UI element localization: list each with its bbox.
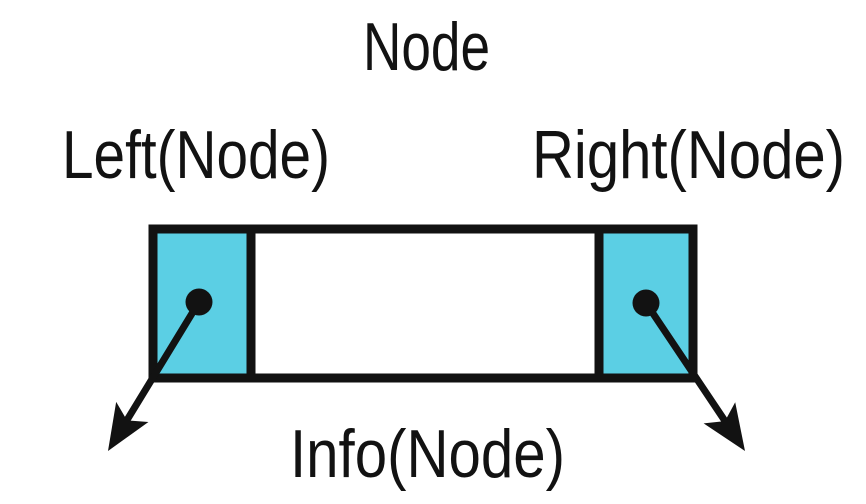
left-pointer-arrow-shaft [120,298,203,429]
right-pointer-label: Right(Node) [532,117,845,193]
right-pointer-dot [632,289,660,317]
left-arrowhead-icon [108,401,149,451]
info-field-label: Info(Node) [290,416,565,492]
info-cell [246,224,604,383]
right-pointer-arrow-shaft [642,299,731,428]
left-pointer-label: Left(Node) [62,117,330,193]
diagram-title: Node [363,9,490,85]
left-pointer-dot [185,288,213,316]
right-arrowhead-icon [703,402,745,451]
